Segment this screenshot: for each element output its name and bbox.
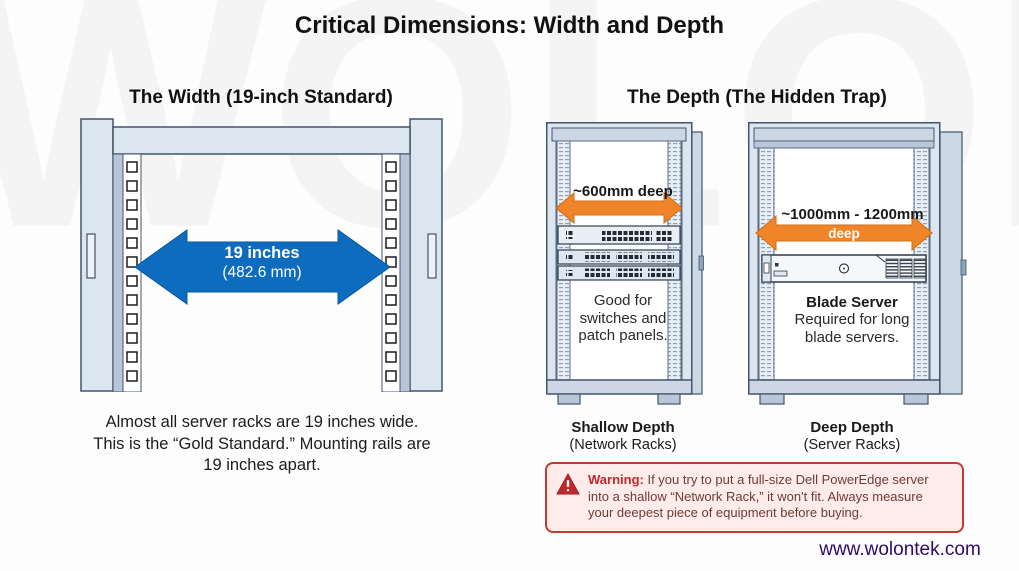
deep-rack-graphic (748, 122, 967, 405)
deep-depth-label: ~1000mm - 1200mm (781, 206, 924, 223)
deep-arrow-word: deep (828, 226, 860, 241)
rack-frame (80, 118, 443, 392)
warning-label: Warning: (588, 472, 644, 487)
width-double-arrow (134, 229, 391, 305)
deep-rack-name: Deep Depth (810, 419, 894, 436)
shallow-rack-name: Shallow Depth (571, 419, 675, 436)
network-switch-unit (557, 225, 681, 245)
width-caption: Almost all server racks are 19 inches wi… (93, 413, 431, 474)
shallow-rack-note: Good for switches and patch panels. (578, 292, 668, 344)
rack-base (546, 379, 693, 405)
blade-server-note-body: Required for long blade servers. (794, 311, 910, 346)
shallow-depth-arrow (555, 191, 683, 225)
width-arrow-label: 19 inches (482.6 mm) (150, 244, 374, 282)
warning-line-1-text: If you try to put a full-size Dell Power… (647, 472, 929, 487)
warning-line-2: into a shallow “Network Rack,” it won't … (588, 488, 923, 504)
width-rack-graphic (80, 118, 443, 392)
blade-server-note-title: Blade Server (806, 294, 898, 311)
patch-panel-unit (557, 249, 681, 265)
width-section-heading: The Width (19-inch Standard) (129, 87, 393, 108)
deep-rack-subname: (Server Racks) (803, 437, 901, 453)
shallow-rack-graphic (546, 122, 704, 405)
website-url[interactable]: www.wolontek.com (819, 539, 981, 560)
depth-section-heading: The Depth (The Hidden Trap) (627, 87, 887, 108)
width-arrow-label-mm: (482.6 mm) (222, 264, 302, 281)
patch-panel-unit (557, 265, 681, 281)
width-arrow-label-inches: 19 inches (224, 244, 300, 262)
warning-line-1: Warning: If you try to put a full-size D… (588, 472, 929, 489)
rack-base (748, 379, 941, 405)
blade-server-unit (761, 254, 927, 283)
warning-line-3: your deepest piece of equipment before b… (588, 505, 863, 520)
warning-triangle-icon (556, 473, 580, 495)
shallow-depth-label: ~600mm deep (573, 183, 673, 200)
warning-text: Warning: If you try to put a full-size D… (588, 472, 929, 522)
deep-depth-arrow (755, 214, 933, 252)
shallow-rack-subname: (Network Racks) (569, 437, 677, 453)
page-title: Critical Dimensions: Width and Depth (294, 12, 725, 39)
mounting-rails (112, 153, 411, 392)
warning-box: Warning: If you try to put a full-size D… (545, 462, 964, 533)
